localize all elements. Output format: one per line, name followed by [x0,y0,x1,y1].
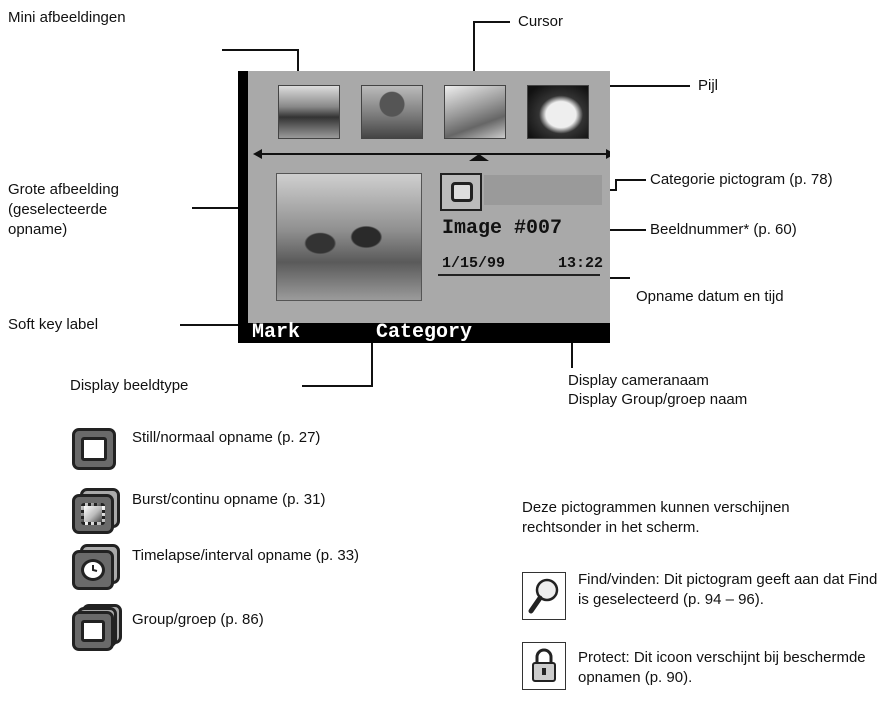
scroll-arrow-bar [253,149,610,161]
legend-burst-text: Burst/continu opname (p. 31) [132,491,326,508]
label-pijl: Pijl [698,77,719,94]
still-icon [72,428,116,470]
large-image [276,173,422,301]
burst-icon [72,488,120,534]
lcd-display: Image #007 1/15/99 13:22 [248,71,610,323]
thumbnail-4[interactable] [527,85,589,139]
label-soft-key: Soft key label [8,316,99,333]
thumbnail-3[interactable] [444,85,506,139]
category-icon [440,173,482,211]
group-icon [72,604,122,651]
capture-time: 13:22 [558,255,604,272]
arrow-left-icon [253,149,262,159]
thumbnail-1[interactable] [278,85,340,139]
label-display-groepnaam: Display Group/groep naam [568,391,748,408]
arrow-right-icon [606,149,610,159]
protect-text: Protect: Dit icoon verschijnt bij besche… [578,649,866,686]
clock-icon [92,565,98,572]
label-cursor: Cursor [518,13,564,30]
label-display-beeldtype: Display beeldtype [70,377,189,394]
find-text: Find/vinden: Dit pictogram geeft aan dat… [578,571,878,608]
image-number: Image #007 [442,217,563,240]
label-mini-afbeeldingen: Mini afbeeldingen [8,9,126,26]
label-display-cameranaam: Display cameranaam [568,372,709,389]
softkey-category[interactable]: Category [376,321,473,344]
legend-timelapse-text: Timelapse/interval opname (p. 33) [132,547,360,564]
label-grote-afbeelding: Grote afbeelding (geselecteerde opname) [8,181,119,238]
legend-group-text: Group/groep (p. 86) [132,611,264,628]
capture-date: 1/15/99 [442,255,506,272]
padlock-icon [522,642,566,690]
softkey-mark[interactable]: Mark [252,321,301,344]
date-underline [438,274,600,276]
softkey-bar: Mark Category [238,321,610,344]
camera-screen: Image #007 1/15/99 13:22 Mark Category [238,71,610,343]
right-note: Deze pictogrammen kunnen verschijnen rec… [522,499,790,536]
cursor-marker-icon [469,154,489,161]
label-categorie: Categorie pictogram (p. 78) [650,171,833,188]
label-datum-tijd: Opname datum en tijd [636,288,784,305]
label-beeldnummer: Beeldnummer* (p. 60) [650,221,797,238]
thumbnail-2[interactable] [361,85,423,139]
timelapse-icon [72,544,120,590]
category-name-area [484,175,602,205]
magnifier-icon [522,572,566,620]
legend-still-text: Still/normaal opname (p. 27) [132,429,321,446]
